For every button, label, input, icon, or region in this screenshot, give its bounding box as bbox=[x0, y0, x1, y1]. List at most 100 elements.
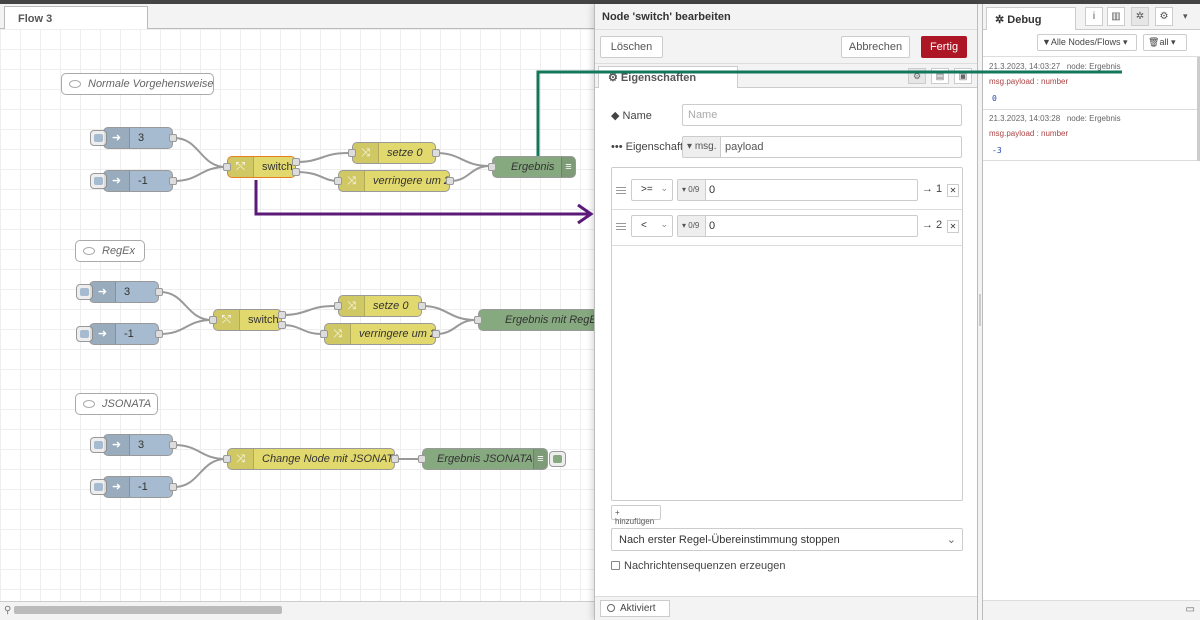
search-icon[interactable]: ⚲ bbox=[4, 605, 12, 616]
bug-tab-icon[interactable]: ✲ bbox=[1131, 7, 1149, 26]
inject-button[interactable] bbox=[90, 437, 107, 453]
switch-node[interactable]: ⤲switch bbox=[209, 309, 286, 331]
plus-icon: + bbox=[615, 508, 620, 517]
flow-canvas[interactable]: Normale Vorgehensweise ➜3 ➜-1 ⤲switch ⤨s… bbox=[0, 29, 594, 601]
chevron-down-icon: ⌄ bbox=[660, 183, 668, 193]
change-node[interactable]: ⤨Change Node mit JSONATA bbox=[223, 448, 400, 470]
comment-node[interactable]: RegEx bbox=[75, 240, 145, 262]
inject-button[interactable] bbox=[76, 284, 93, 300]
inject-button[interactable] bbox=[90, 479, 107, 495]
tab-flow[interactable]: Flow 3 bbox=[4, 6, 148, 30]
change-node[interactable]: ⤨verringere um 2 bbox=[320, 323, 440, 345]
comment-icon bbox=[83, 400, 95, 408]
inject-node[interactable]: ➜-1 bbox=[90, 170, 177, 192]
list-icon: ≡ bbox=[561, 157, 575, 177]
editor-tabs: ⚙ Eigenschaften ⚙ ▤ ▣ bbox=[595, 64, 977, 88]
property-value: payload bbox=[725, 141, 764, 153]
top-bar bbox=[0, 0, 1200, 4]
debug-message[interactable]: 21.3.2023, 14:03:27 node: Ergebnis msg.p… bbox=[983, 58, 1197, 110]
sidebar-scrollbar[interactable] bbox=[1197, 57, 1200, 161]
horizontal-scrollbar[interactable]: ⚲ bbox=[0, 601, 594, 620]
debug-message[interactable]: 21.3.2023, 14:03:28 node: Ergebnis msg.p… bbox=[983, 110, 1197, 161]
chevron-down-icon: ⌄ bbox=[946, 534, 956, 546]
inject-node[interactable]: ➜3 bbox=[90, 434, 177, 456]
arrow-icon: ➜ bbox=[90, 282, 116, 302]
sidebar-tabs: ✲ Debug i ▥ ✲ ⚙ ▾ bbox=[983, 4, 1200, 30]
operator-select[interactable]: <⌄ bbox=[631, 215, 673, 237]
filter-button[interactable]: ▼Alle Nodes/Flows ▾ bbox=[1037, 34, 1137, 51]
debug-node[interactable]: Ergebnis≡ bbox=[488, 156, 576, 178]
inject-node[interactable]: ➜3 bbox=[76, 281, 163, 303]
change-node[interactable]: ⤨verringere um 2 bbox=[334, 170, 454, 192]
debug-node[interactable]: Ergebnis mit RegEx bbox=[474, 309, 594, 331]
number-type-select[interactable]: ▾ 0/9 bbox=[678, 180, 706, 200]
drag-handle-icon[interactable] bbox=[616, 223, 626, 232]
sidebar-footer: ▭ bbox=[983, 600, 1200, 620]
description-tab-icon[interactable]: ▤ bbox=[931, 68, 949, 84]
cancel-button[interactable]: Abbrechen bbox=[841, 36, 910, 58]
name-input[interactable]: Name bbox=[682, 104, 962, 126]
remove-rule-icon[interactable]: ✕ bbox=[947, 184, 959, 197]
property-input[interactable]: ▾ msg. payload bbox=[682, 136, 962, 158]
tab-properties[interactable]: ⚙ Eigenschaften bbox=[598, 66, 738, 88]
info-icon[interactable]: i bbox=[1085, 7, 1103, 26]
number-type-select[interactable]: ▾ 0/9 bbox=[678, 216, 706, 236]
inject-node[interactable]: ➜-1 bbox=[76, 323, 163, 345]
debug-toolbar: ▼Alle Nodes/Flows ▾ 🗑all ▾ bbox=[983, 30, 1200, 57]
sequences-label: Nachrichtensequenzen erzeugen bbox=[624, 560, 786, 572]
window-icon[interactable]: ▭ bbox=[1185, 604, 1195, 615]
appearance-tab-icon[interactable]: ▣ bbox=[954, 68, 972, 84]
operator-select[interactable]: >=⌄ bbox=[631, 179, 673, 201]
change-node[interactable]: ⤨setze 0 bbox=[348, 142, 440, 164]
shuffle-icon: ⤨ bbox=[325, 324, 351, 344]
tab-debug[interactable]: ✲ Debug bbox=[986, 7, 1076, 30]
sidebar: ✲ Debug i ▥ ✲ ⚙ ▾ ▼Alle Nodes/Flows ▾ 🗑a… bbox=[982, 4, 1200, 620]
circle-icon bbox=[607, 604, 615, 612]
output-label: → 1 bbox=[922, 183, 943, 195]
drag-handle-icon[interactable] bbox=[616, 187, 626, 196]
editor-toolbar: Löschen Abbrechen Fertig bbox=[595, 30, 977, 64]
property-label: ••• Eigenschaft bbox=[611, 141, 684, 153]
inject-button[interactable] bbox=[90, 173, 107, 189]
inject-node[interactable]: ➜3 bbox=[90, 127, 177, 149]
bug-icon: ✲ bbox=[995, 14, 1008, 26]
debug-node[interactable]: Ergebnis JSONATA≡ bbox=[418, 448, 566, 470]
enabled-toggle[interactable]: Aktiviert bbox=[600, 600, 670, 617]
tag-icon: ◆ bbox=[611, 110, 623, 122]
clear-button[interactable]: 🗑all ▾ bbox=[1143, 34, 1187, 51]
name-label: ◆ Name bbox=[611, 110, 652, 122]
done-button[interactable]: Fertig bbox=[921, 36, 967, 58]
sequences-checkbox[interactable] bbox=[611, 561, 620, 570]
remove-rule-icon[interactable]: ✕ bbox=[947, 220, 959, 233]
switch-node[interactable]: ⤲switch bbox=[223, 156, 300, 178]
comment-node[interactable]: JSONATA bbox=[75, 393, 158, 415]
inject-button[interactable] bbox=[90, 130, 107, 146]
gear-icon[interactable]: ⚙ bbox=[1155, 7, 1173, 26]
property-type-select[interactable]: ▾ msg. bbox=[683, 137, 721, 157]
workspace-tabbar: Flow 3 bbox=[0, 4, 594, 30]
delete-button[interactable]: Löschen bbox=[600, 36, 663, 58]
check-all-select[interactable]: Nach erster Regel-Übereinstimmung stoppe… bbox=[611, 528, 963, 551]
scrollbar-thumb[interactable] bbox=[14, 606, 282, 614]
change-node[interactable]: ⤨setze 0 bbox=[334, 295, 426, 317]
comment-node[interactable]: Normale Vorgehensweise bbox=[61, 73, 214, 95]
shuffle-icon: ⤨ bbox=[339, 171, 365, 191]
gear-icon: ⚙ bbox=[608, 72, 621, 84]
inject-button[interactable] bbox=[76, 326, 93, 342]
settings-tab-icon[interactable]: ⚙ bbox=[908, 68, 926, 84]
sidebar-resize-handle[interactable] bbox=[978, 4, 982, 620]
ellipsis-icon: ••• bbox=[611, 141, 626, 153]
arrow-icon: ➜ bbox=[104, 128, 130, 148]
debug-toggle[interactable] bbox=[549, 451, 566, 467]
caret-down-icon: ▾ bbox=[687, 141, 695, 152]
chevron-down-icon: ⌄ bbox=[660, 219, 668, 229]
inject-node[interactable]: ➜-1 bbox=[90, 476, 177, 498]
workspace: Flow 3 bbox=[0, 4, 594, 620]
add-rule-button[interactable]: + hinzufügen bbox=[611, 505, 661, 526]
caret-down-icon[interactable]: ▾ bbox=[1183, 11, 1188, 21]
comment-icon bbox=[83, 247, 95, 255]
book-icon[interactable]: ▥ bbox=[1107, 7, 1125, 26]
